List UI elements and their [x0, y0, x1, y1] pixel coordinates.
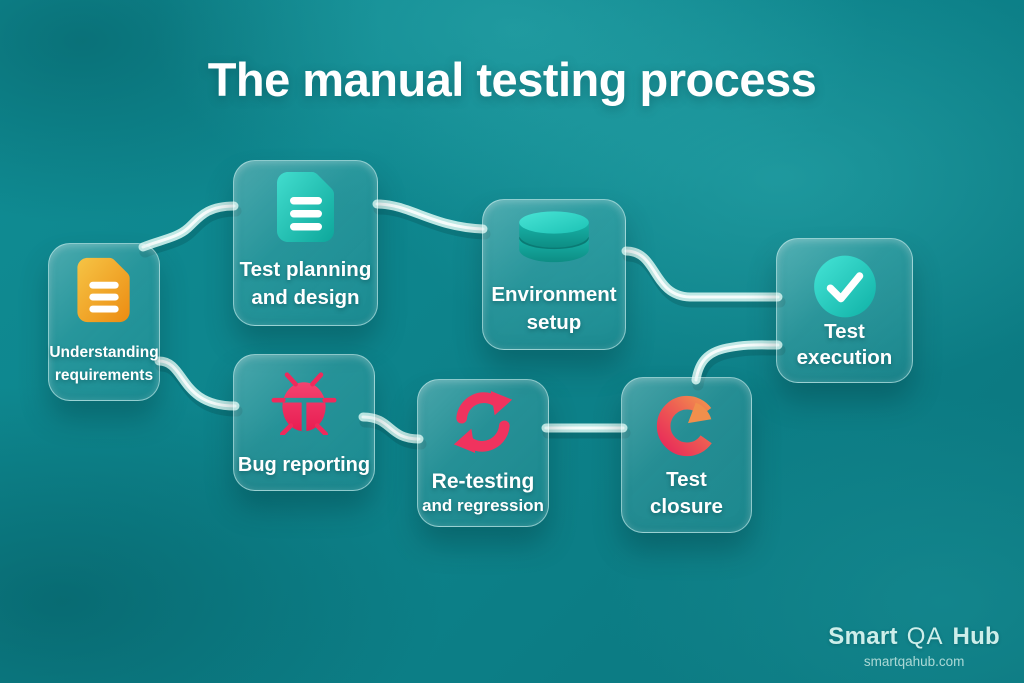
brand-logo: Smart QA Hub [828, 623, 1000, 650]
step-card-understanding-requirements: Understanding requirements [48, 243, 160, 401]
step-label: Re-testing and regression [422, 470, 544, 515]
step-card-test-closure: Test closure [621, 377, 752, 533]
step-card-bug-reporting: Bug reporting [233, 354, 375, 491]
document-icon [77, 257, 130, 323]
step-label: Understanding requirements [49, 344, 159, 384]
step-card-test-execution: Test execution [776, 238, 913, 383]
bug-icon [271, 372, 337, 435]
step-label: Environment setup [491, 283, 617, 334]
step-label: Bug reporting [237, 454, 371, 476]
check-circle-icon [813, 255, 876, 318]
brand-website: smartqahub.com [863, 654, 965, 669]
brand-qa-monogram: QA [906, 623, 944, 650]
progress-ring-icon [656, 395, 717, 457]
step-card-re-testing-and-regression: Re-testing and regression [417, 379, 549, 527]
step-label: Test closure [650, 468, 723, 518]
step-card-test-planning-and-design: Test planning and design [233, 160, 378, 326]
page-title: The manual testing process [207, 53, 817, 106]
step-label: Test planning and design [239, 258, 372, 309]
step-card-environment-setup: Environment setup [482, 199, 626, 350]
step-label: Test execution [796, 320, 893, 369]
database-icon [519, 211, 589, 263]
document-icon [276, 172, 334, 242]
brand-footer: Smart QA Hub smartqahub.com [828, 623, 1000, 669]
refresh-icon [453, 390, 513, 454]
